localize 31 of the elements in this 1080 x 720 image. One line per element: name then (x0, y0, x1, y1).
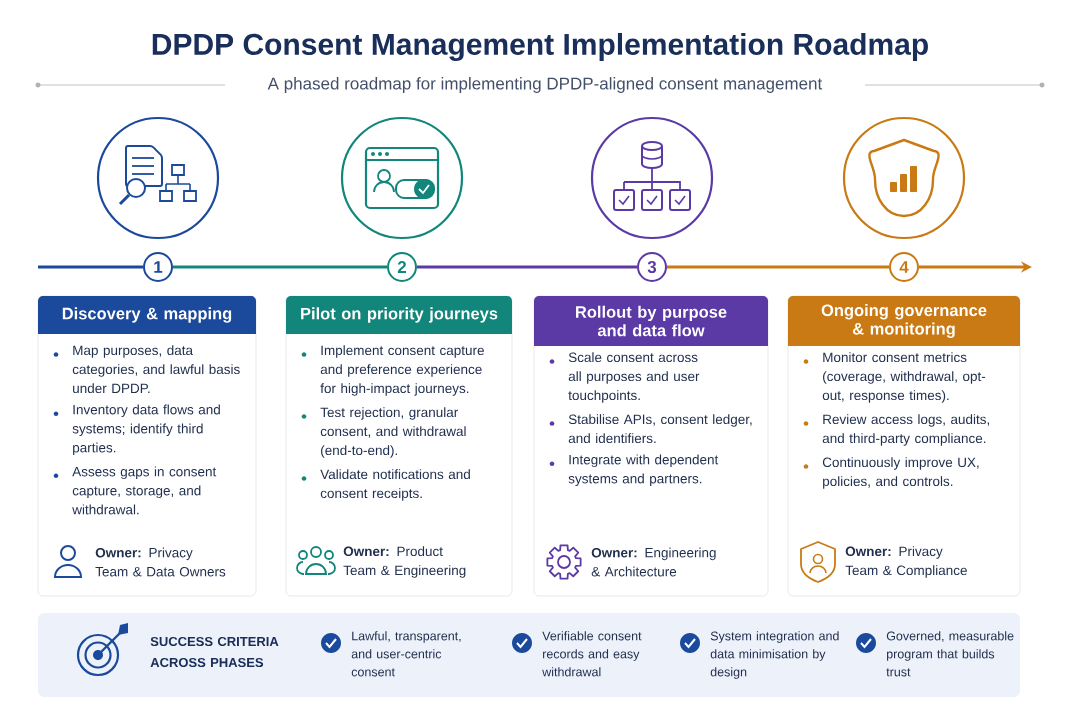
owner-text: Owner: Privacy Team & Compliance (845, 546, 967, 578)
card-header: Discovery & mapping (38, 296, 256, 334)
card-header: Ongoing governance & monitoring (788, 296, 1020, 346)
title: DPDP Consent Management Implementation Roadmap (152, 32, 928, 62)
timeline-segment (173, 265, 387, 269)
criteria-text: System integration and data minimisation by design (710, 631, 839, 679)
timeline-segment (38, 265, 143, 269)
owner-text: Owner: Product Team & Engineering (343, 546, 466, 578)
bullet-text: Implement consent capture and preference experience for high-impact journeys. (320, 345, 484, 396)
criteria-heading: SUCCESS CRITERIA ACROSS PHASES (150, 636, 279, 668)
bullet-text: Continuously improve UX, policies, and controls. (822, 457, 979, 489)
bullet-text: Validate notifications and consent receipts. (320, 469, 470, 501)
bullet-text: Stabilise APIs, consent ledger, and identifiers. (568, 414, 752, 444)
criteria-text: Verifiable consent records and easy withdrawal (542, 631, 642, 677)
bullet-text: Inventory data flows and systems; identify third parties. (72, 404, 220, 456)
timeline-segment (667, 265, 889, 269)
criteria-text: Lawful, transparent, and user-centric consent (351, 631, 461, 677)
bullet-text: Integrate with dependent systems and partners. (568, 454, 719, 487)
bullet-text: Map purposes, data categories, and lawful basis under DPDP. (72, 345, 240, 394)
bullet-text: Scale consent across all purposes and user touchpoints. (568, 352, 700, 403)
card-header: Pilot on priority journeys (286, 296, 512, 334)
bullet-text: Assess gaps in consent capture, storage, and withdrawal. (72, 466, 217, 515)
bullet-text: Review access logs, audits, and third-party compliance. (822, 414, 989, 446)
timeline-segment (417, 265, 637, 269)
bullet-text: Monitor consent metrics (coverage, withdrawal, opt-out, response times). (822, 352, 986, 403)
bullet-text: Test rejection, granular consent, and withdrawal (end-to-end). (320, 407, 466, 458)
owner-text: Owner: Privacy Team & Data Owners (95, 547, 226, 577)
criteria-text: Governed, measurable program that builds trust (886, 631, 1014, 677)
card-header: Rollout by purpose and data flow (534, 296, 768, 346)
owner-text: Owner: Engineering & Architecture (591, 547, 716, 577)
subtitle: A phased roadmap for implementing DPDP-aligned consent management (267, 77, 823, 93)
